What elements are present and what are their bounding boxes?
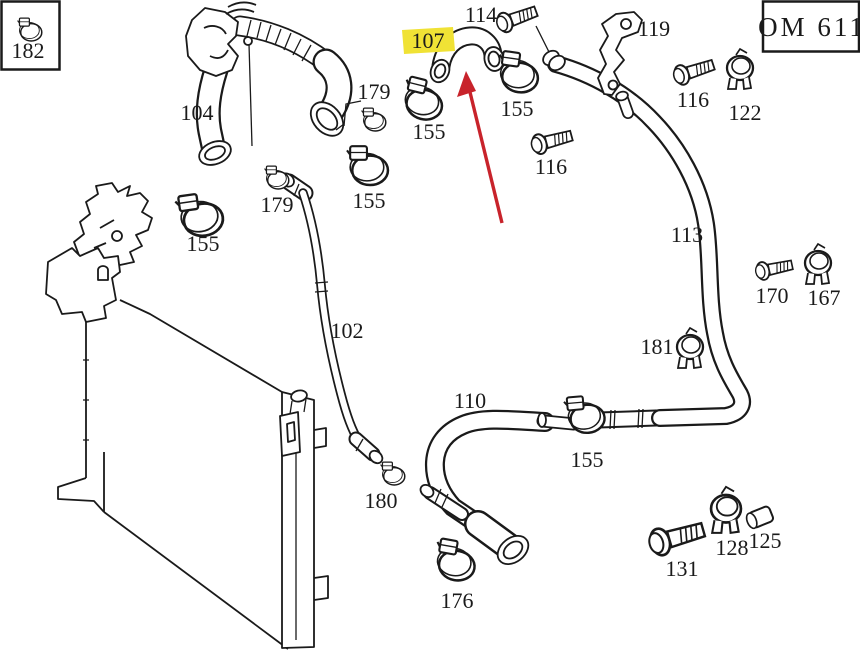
- hose-nozzle: [615, 90, 629, 102]
- bolt-116-icon: [670, 54, 718, 88]
- elbow-hose-107: [429, 26, 505, 84]
- pipe-clamp-122-icon: [725, 47, 755, 91]
- engine-code-box-border: [761, 0, 860, 53]
- part-label-128[interactable]: 128: [716, 535, 749, 560]
- part-label-116[interactable]: 116: [535, 154, 567, 179]
- highlight-107[interactable]: 107: [402, 27, 455, 54]
- pipe-clamp-181-icon: [675, 326, 705, 370]
- part-label-155[interactable]: 155: [571, 447, 604, 472]
- part-label-179[interactable]: 179: [261, 192, 294, 217]
- bushing-125-icon: [743, 504, 776, 531]
- part-label-125[interactable]: 125: [749, 528, 782, 553]
- part-label-110[interactable]: 110: [454, 388, 486, 413]
- hose-clamp-179-icon: [263, 165, 290, 190]
- corrugation-ribs: [246, 19, 312, 62]
- part-label-122[interactable]: 122: [729, 100, 762, 125]
- pointer-arrow-shaft: [466, 83, 504, 224]
- hose-clamp-155-icon: [345, 144, 390, 187]
- highlight-box[interactable]: [402, 27, 455, 54]
- bracket-119: [597, 11, 643, 96]
- bolt-116-icon: [528, 124, 576, 157]
- thermostat-housing: [185, 7, 239, 77]
- engine-code-box: OM 611: [758, 0, 860, 53]
- hose-clamp-179-icon: [360, 107, 387, 132]
- part-label-102[interactable]: 102: [331, 318, 364, 343]
- part-labels: 104 179 155 114 155 119 116 122 116 179 …: [181, 2, 841, 613]
- bolt-170-icon: [753, 255, 795, 283]
- pointer-arrow-head: [457, 71, 476, 97]
- part-label-119[interactable]: 119: [638, 16, 670, 41]
- part-label-170[interactable]: 170: [756, 283, 789, 308]
- corner-box: 182: [0, 0, 61, 71]
- part-label-155[interactable]: 155: [413, 119, 446, 144]
- part-label-155[interactable]: 155: [187, 231, 220, 256]
- bolt-114-icon: [493, 0, 541, 36]
- hose-104-assembly: [185, 1, 353, 166]
- part-label-167[interactable]: 167: [808, 285, 841, 310]
- connector-pipe: [536, 408, 665, 431]
- hose-110: [419, 409, 555, 566]
- pointer-arrow: [457, 71, 504, 224]
- part-label-104[interactable]: 104: [181, 100, 214, 125]
- engine-bracket: [73, 182, 153, 267]
- part-label-180[interactable]: 180: [365, 488, 398, 513]
- part-label-114[interactable]: 114: [465, 2, 497, 27]
- bolt-131-icon: [644, 515, 709, 560]
- radiator-assembly: [45, 182, 329, 650]
- part-label-116[interactable]: 116: [677, 87, 709, 112]
- part-label-113[interactable]: 113: [671, 222, 703, 247]
- hose-113: [542, 49, 751, 427]
- part-label-155[interactable]: 155: [501, 96, 534, 121]
- part-label-155[interactable]: 155: [353, 188, 386, 213]
- part-label-131[interactable]: 131: [666, 556, 699, 581]
- leader-lines: [248, 25, 550, 147]
- engine-code: OM 611: [758, 12, 860, 42]
- hose-clamp-155-icon: [493, 49, 543, 96]
- hose-clamp-180-icon: [379, 461, 406, 486]
- hose-clamp-176-icon: [430, 536, 480, 585]
- part-label-182[interactable]: 182: [12, 38, 45, 63]
- part-label-181[interactable]: 181: [641, 334, 674, 359]
- pipe-clamp-128-icon: [709, 485, 743, 535]
- mounting-plate: [45, 247, 121, 323]
- pipe-clamp-167-icon: [803, 242, 833, 286]
- part-label-107[interactable]: 107: [412, 28, 445, 53]
- part-label-176[interactable]: 176: [441, 588, 474, 613]
- part-label-179[interactable]: 179: [358, 79, 391, 104]
- hardware-icons: [173, 0, 833, 585]
